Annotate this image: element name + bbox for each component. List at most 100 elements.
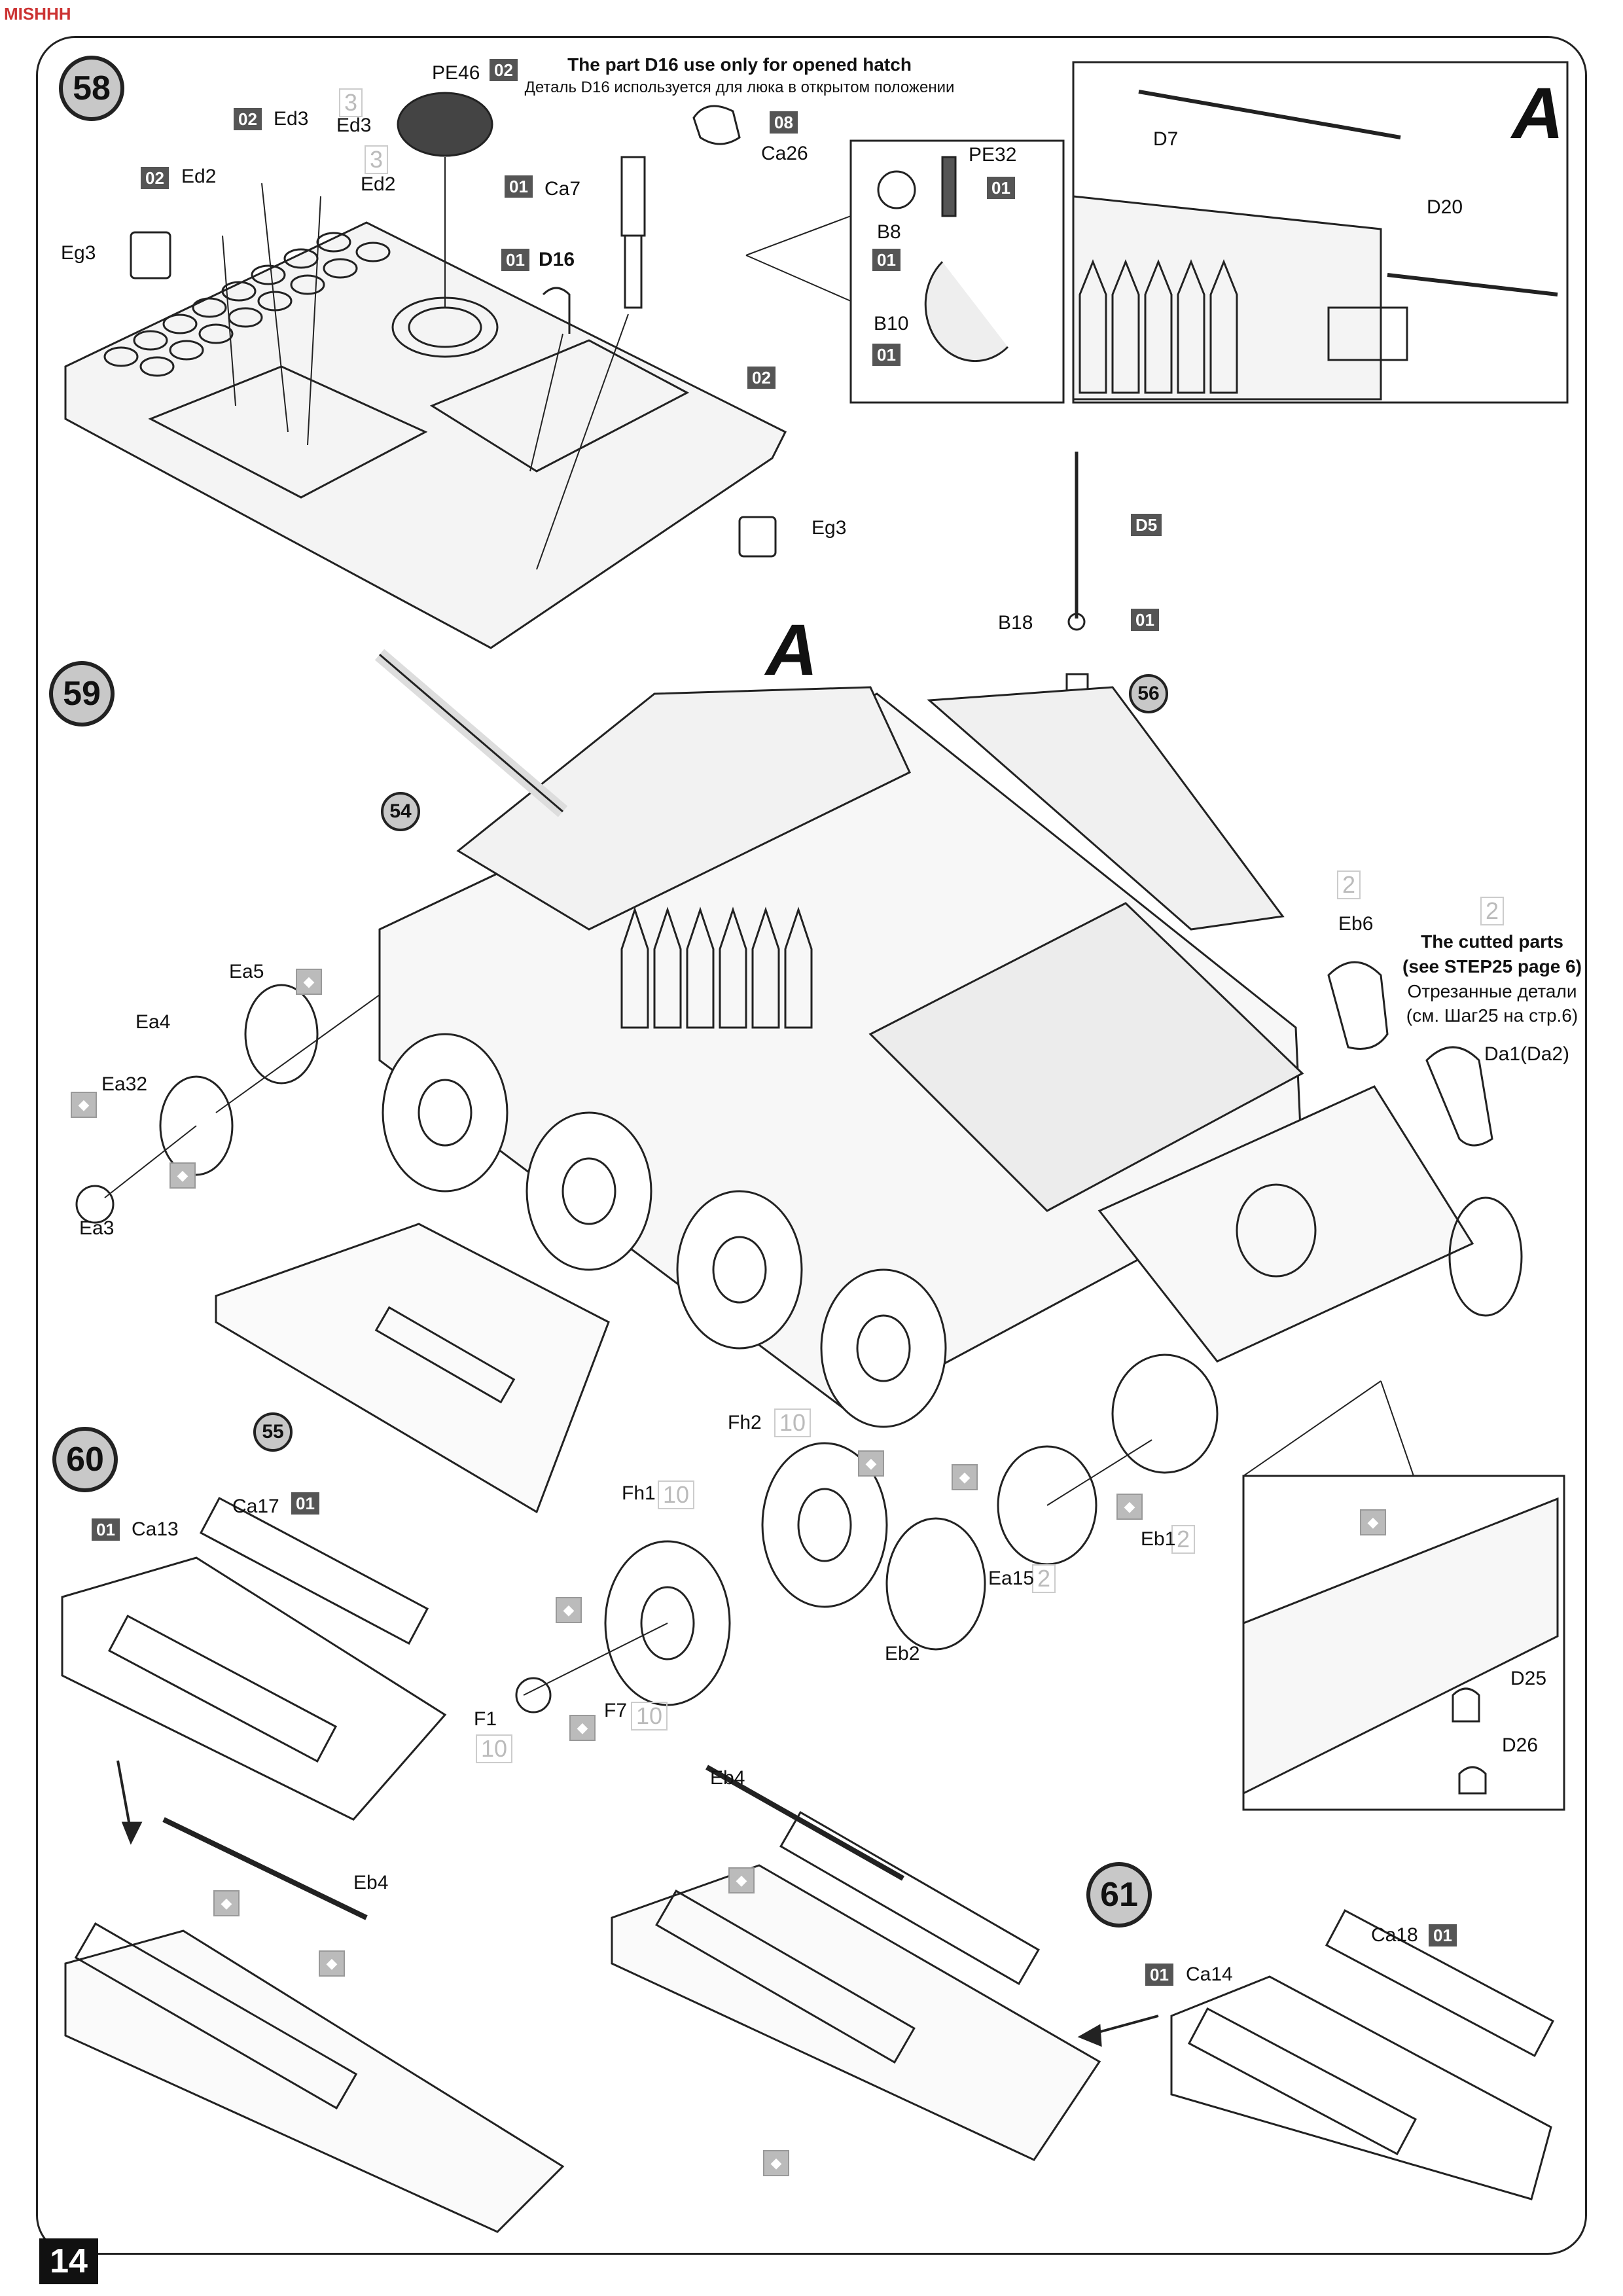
part-label: Ed3 [336,115,372,136]
part-label: Ca17 [232,1496,279,1517]
glue-icon: ◆ [569,1715,596,1741]
sprue-badge: 01 [501,249,529,271]
glue-icon: ◆ [296,969,322,995]
sprue-badge: 01 [872,249,901,271]
part-label: F7 [604,1700,628,1721]
glue-icon: ◆ [763,2150,789,2176]
part-label: D16 [539,249,575,270]
note-d16-en: The part D16 use only for opened hatch [567,54,912,75]
part-label: Ca13 [132,1518,179,1540]
part-label: D25 [1510,1668,1547,1689]
glue-icon: ◆ [213,1890,240,1916]
quantity-badge: 2 [1171,1525,1196,1554]
note-cut-ru2: (см. Шаг25 на стр.6) [1406,1005,1578,1026]
part-label: Da1(Da2) [1484,1043,1570,1065]
glue-icon: ◆ [1116,1494,1143,1520]
part-label: B10 [874,313,909,334]
part-label: B18 [998,612,1033,634]
ref-step-55: 55 [253,1412,293,1452]
sprue-badge: 02 [234,108,262,130]
part-label: Ea32 [101,1073,148,1095]
hull-body [374,649,1523,1474]
quantity-badge: 2 [1337,870,1361,899]
part-label: Eb6 [1338,913,1374,935]
sprue-badge: 01 [987,177,1015,199]
step-number-60: 60 [52,1427,118,1492]
step-number-59: 59 [49,661,115,726]
sprue-badge: 01 [1429,1924,1457,1946]
note-d16: The part D16 use only for opened hatch Д… [510,52,969,98]
page-number: 14 [39,2238,98,2284]
sprue-badge: 02 [490,59,518,81]
part-label: Eb4 [353,1872,389,1893]
note-cut-en2: (see STEP25 page 6) [1402,956,1582,977]
quantity-badge: 10 [774,1408,812,1437]
sprue-badge: 01 [1131,609,1159,631]
part-label: Ca7 [544,178,581,200]
sprue-badge: 01 [505,175,533,198]
glue-icon: ◆ [169,1162,196,1189]
part-label: Ed2 [181,166,217,187]
ref-step-56: 56 [1129,674,1168,713]
glue-icon: ◆ [556,1597,582,1623]
glue-icon: ◆ [728,1867,755,1893]
glue-icon: ◆ [952,1464,978,1490]
engine-grille-left [61,1496,447,1821]
part-label: Eb4 [710,1767,745,1789]
sprue-badge: D5 [1131,514,1162,536]
part-label: Ca26 [761,143,808,164]
part-label: Ea4 [135,1011,171,1033]
part-label: Ea15 [988,1568,1035,1589]
part-label: B8 [877,221,901,243]
quantity-badge: 10 [631,1702,668,1731]
note-cutted-parts: The cutted parts (see STEP25 page 6) Отр… [1387,929,1597,1028]
quantity-badge: 10 [476,1734,513,1763]
quantity-badge: 3 [339,88,363,117]
sprue-badge: 08 [770,111,798,134]
part-label: Fh2 [728,1412,762,1433]
step-number-61: 61 [1086,1862,1152,1928]
part-label: Ca14 [1186,1964,1233,1985]
sprue-badge: 01 [291,1492,319,1515]
quantity-badge: 3 [365,145,389,174]
glue-icon: ◆ [858,1450,884,1477]
note-d16-ru: Деталь D16 используется для люка в откры… [524,78,955,96]
sprue-badge: 01 [1145,1964,1173,1986]
sprue-badge: 02 [747,367,776,389]
part-label: PE32 [969,144,1017,166]
part-label: D20 [1427,196,1463,218]
step-number-58: 58 [59,56,124,121]
part-label: F1 [474,1708,497,1730]
note-cut-en1: The cutted parts [1421,931,1563,952]
part-label: Eg3 [61,242,96,264]
part-label: D7 [1153,128,1179,150]
quantity-badge: 10 [658,1480,695,1509]
ref-step-54: 54 [381,792,420,831]
sprue-badge: 01 [872,344,901,366]
part-label: Ea3 [79,1217,115,1239]
part-label: Fh1 [622,1482,656,1504]
glue-icon: ◆ [71,1092,97,1118]
part-label: D26 [1502,1734,1539,1756]
part-label: Ea5 [229,961,264,982]
sprue-badge: 01 [92,1518,120,1541]
sprue-badge: 02 [141,167,169,189]
part-label: Eb2 [885,1643,920,1664]
detail-letter-hull: A [766,610,818,691]
hull-top-plate [64,92,787,649]
part-label: Eb1 [1141,1528,1176,1550]
part-label: Ca18 [1371,1924,1418,1946]
detail-letter-inset: A [1512,73,1564,154]
note-cut-ru1: Отрезанные детали [1407,980,1577,1001]
glue-icon: ◆ [319,1950,345,1977]
part-label: Ed2 [361,173,396,195]
part-label: Eg3 [812,517,847,539]
part-label: Ed3 [274,108,309,130]
quantity-badge: 2 [1480,897,1505,925]
glue-icon: ◆ [1360,1509,1386,1535]
brand-mark: MISHHH [4,4,71,24]
quantity-badge: 2 [1032,1564,1056,1593]
page-frame [36,36,1587,2255]
part-label: PE46 [432,62,480,84]
